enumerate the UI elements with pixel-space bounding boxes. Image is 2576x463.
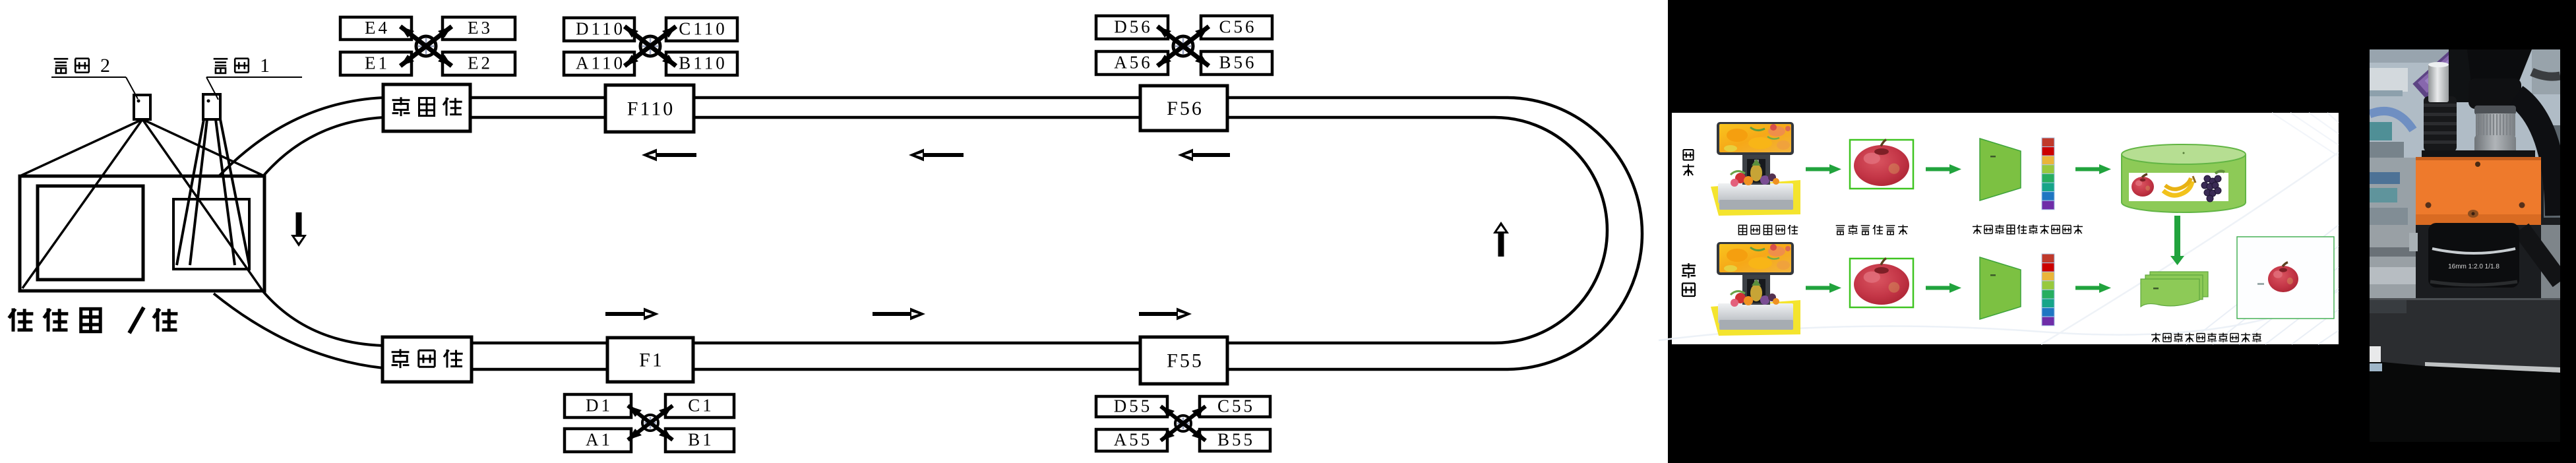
- svg-text:1: 1: [260, 55, 270, 77]
- svg-text:B1: B1: [688, 430, 714, 450]
- svg-text:F1: F1: [639, 349, 664, 371]
- svg-text:D1: D1: [586, 396, 613, 416]
- svg-text:B110: B110: [679, 53, 727, 73]
- svg-text:A55: A55: [1114, 430, 1153, 450]
- svg-text:E1: E1: [365, 53, 390, 73]
- svg-text:B56: B56: [1219, 53, 1256, 73]
- svg-text:2: 2: [100, 55, 110, 77]
- svg-text:16mm 1:2.0 1/1.8: 16mm 1:2.0 1/1.8: [2448, 263, 2499, 270]
- svg-text:F55: F55: [1167, 350, 1204, 371]
- svg-text:C56: C56: [1219, 17, 1256, 37]
- svg-text:B55: B55: [1217, 430, 1255, 450]
- svg-text:D110: D110: [576, 19, 625, 39]
- svg-text:C110: C110: [679, 19, 727, 39]
- svg-text:D56: D56: [1114, 17, 1153, 37]
- svg-text:C1: C1: [688, 396, 714, 416]
- svg-text:A56: A56: [1114, 53, 1153, 73]
- svg-text:E3: E3: [468, 18, 493, 38]
- svg-text:A110: A110: [576, 53, 625, 73]
- svg-text:F56: F56: [1167, 98, 1204, 119]
- svg-text:F110: F110: [627, 98, 675, 119]
- svg-text:E2: E2: [468, 53, 493, 73]
- svg-text:C55: C55: [1217, 396, 1255, 416]
- svg-text:D55: D55: [1114, 396, 1153, 416]
- svg-text:A1: A1: [586, 430, 613, 450]
- svg-text:E4: E4: [365, 18, 390, 38]
